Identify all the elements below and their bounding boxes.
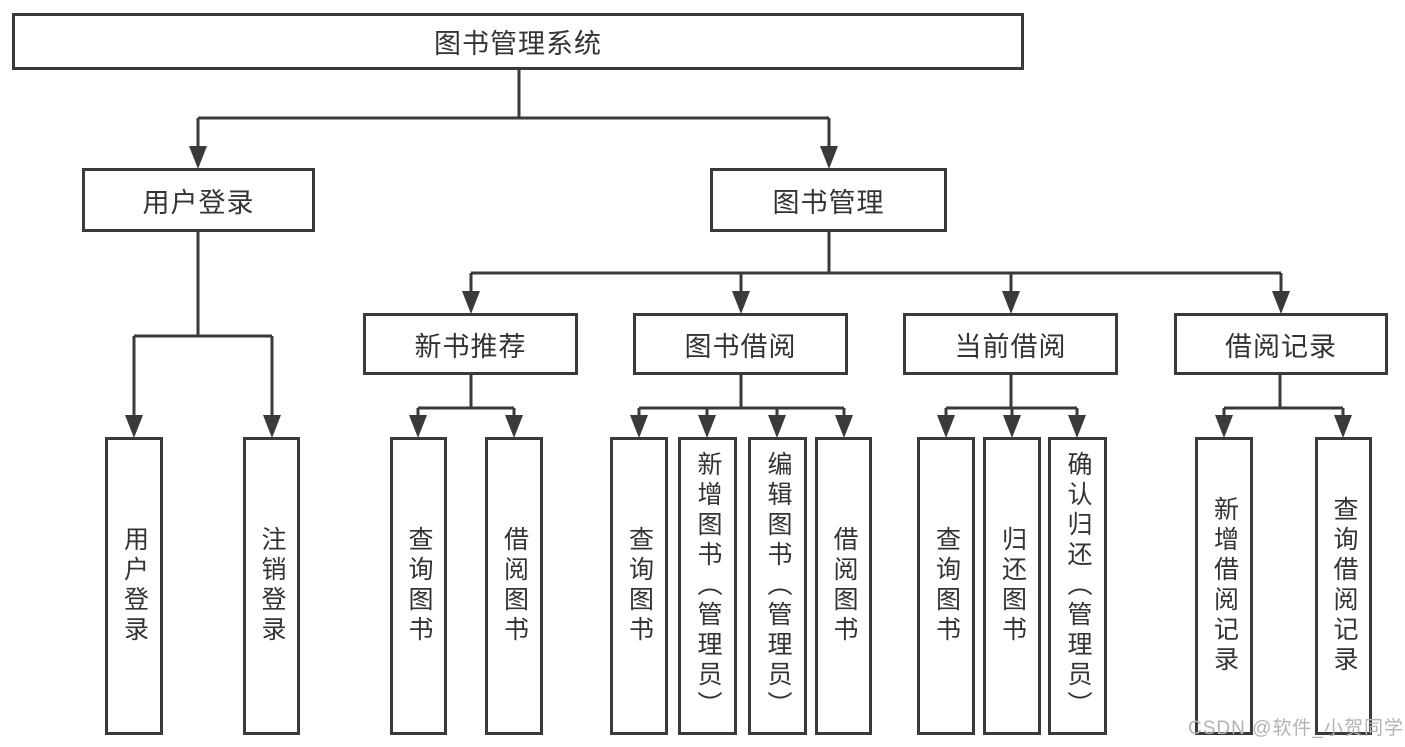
arrow-down-icon bbox=[125, 415, 143, 438]
node-label: 确认归还（管理员） bbox=[1064, 451, 1092, 721]
arrow-down-icon bbox=[505, 415, 523, 438]
arrow-down-icon bbox=[189, 146, 207, 169]
arrow-down-icon bbox=[1068, 415, 1086, 438]
leaf-return-books: 归还图书 bbox=[983, 437, 1041, 735]
node-label: 借阅图书 bbox=[500, 526, 529, 646]
arrow-down-icon bbox=[820, 146, 838, 169]
connector-book-management-to-level3 bbox=[469, 232, 1283, 308]
node-label: 查询图书 bbox=[405, 526, 433, 646]
node-label: 当前借阅 bbox=[954, 331, 1067, 362]
leaf-query-books-recommend: 查询图书 bbox=[390, 437, 447, 735]
node-label: 编辑图书（管理员） bbox=[764, 451, 792, 721]
leaf-confirm-return-admin: 确认归还（管理员） bbox=[1048, 437, 1107, 735]
connector-new-book-recommend-to-leaves bbox=[416, 375, 516, 433]
node-label: 图书管理 bbox=[772, 187, 885, 218]
connector-borrow-records-to-leaves bbox=[1222, 375, 1345, 433]
connector-user-login-to-leaves bbox=[132, 232, 274, 433]
leaf-borrow-books: 借阅图书 bbox=[815, 437, 872, 735]
node-user-login: 用户登录 bbox=[82, 168, 315, 232]
arrow-down-icon bbox=[263, 415, 281, 438]
arrow-down-icon bbox=[835, 415, 853, 438]
node-label: 新增图书（管理员） bbox=[694, 451, 722, 721]
leaf-query-borrow-record: 查询借阅记录 bbox=[1315, 437, 1372, 735]
connector-book-borrow-to-leaves bbox=[637, 375, 846, 433]
arrow-down-icon bbox=[630, 415, 648, 438]
node-new-book-recommend: 新书推荐 bbox=[363, 313, 578, 375]
arrow-down-icon bbox=[1002, 291, 1020, 314]
node-label: 图书借阅 bbox=[684, 331, 797, 362]
leaf-add-borrow-record: 新增借阅记录 bbox=[1195, 437, 1253, 735]
node-label: 用户登录 bbox=[142, 187, 255, 218]
leaf-query-books-borrow: 查询图书 bbox=[610, 437, 668, 735]
arrow-down-icon bbox=[409, 415, 427, 438]
arrow-down-icon bbox=[732, 291, 750, 314]
connector-root-to-level2 bbox=[196, 69, 831, 165]
node-label: 注销登录 bbox=[258, 526, 286, 646]
leaf-edit-book-admin: 编辑图书（管理员） bbox=[748, 437, 807, 735]
node-label: 图书管理系统 bbox=[434, 29, 602, 59]
leaf-query-books-current: 查询图书 bbox=[917, 437, 975, 735]
arrow-down-icon bbox=[937, 415, 955, 438]
node-label: 查询借阅记录 bbox=[1330, 496, 1358, 676]
node-label: 新书推荐 bbox=[414, 331, 527, 362]
arrow-down-icon bbox=[462, 291, 480, 314]
arrow-down-icon bbox=[698, 415, 716, 438]
leaf-logout: 注销登录 bbox=[243, 437, 300, 735]
node-label: 查询图书 bbox=[625, 526, 654, 646]
arrow-down-icon bbox=[1334, 415, 1352, 438]
arrow-down-icon bbox=[1003, 415, 1021, 438]
csdn-watermark: CSDN @软件_小贺同学 bbox=[1188, 718, 1404, 739]
leaf-borrow-books-recommend: 借阅图书 bbox=[485, 437, 543, 735]
node-library-management-system: 图书管理系统 bbox=[12, 13, 1024, 70]
node-label: 借阅图书 bbox=[830, 526, 858, 646]
node-label: 借阅记录 bbox=[1225, 331, 1337, 362]
node-borrow-records: 借阅记录 bbox=[1174, 313, 1388, 375]
leaf-add-book-admin: 新增图书（管理员） bbox=[678, 437, 737, 735]
node-book-borrow: 图书借阅 bbox=[633, 313, 848, 375]
arrow-down-icon bbox=[768, 415, 786, 438]
node-label: 查询图书 bbox=[932, 526, 961, 646]
arrow-down-icon bbox=[1272, 291, 1290, 314]
node-label: 新增借阅记录 bbox=[1210, 496, 1239, 676]
node-current-borrow: 当前借阅 bbox=[903, 313, 1118, 375]
node-label: 归还图书 bbox=[998, 526, 1027, 646]
node-book-management: 图书管理 bbox=[710, 168, 947, 232]
arrowheads bbox=[125, 146, 1352, 438]
node-label: 用户登录 bbox=[120, 526, 149, 646]
arrow-down-icon bbox=[1215, 415, 1233, 438]
leaf-user-login: 用户登录 bbox=[105, 437, 163, 735]
